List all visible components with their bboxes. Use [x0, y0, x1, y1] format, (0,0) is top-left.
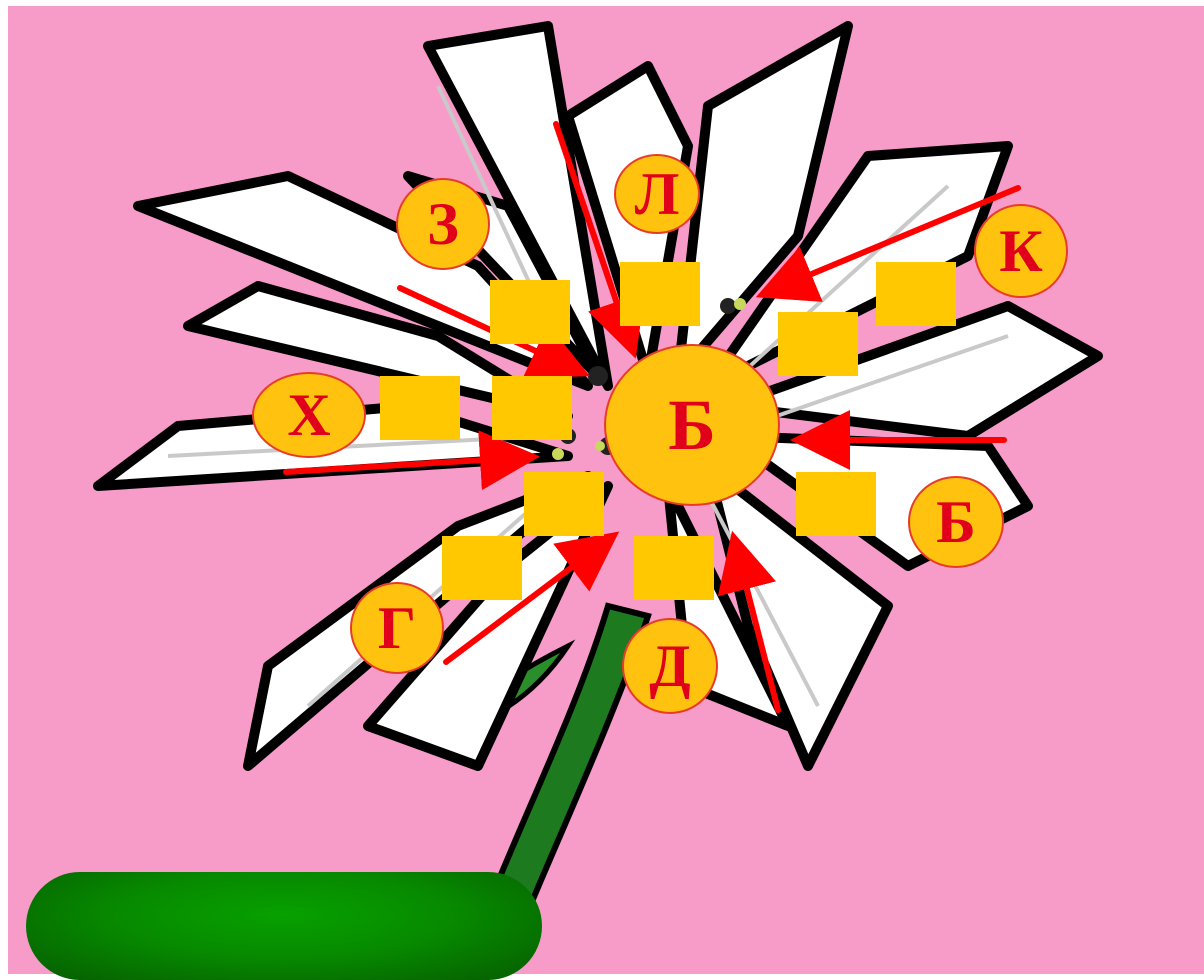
letter-badge-z[interactable]: З: [396, 178, 490, 270]
letter-badge-kh[interactable]: Х: [252, 372, 366, 458]
game-board: Б З Л К Х Б Г Д: [8, 6, 1204, 974]
answer-tile[interactable]: [442, 536, 522, 600]
answer-tile[interactable]: [796, 472, 876, 536]
answer-tile[interactable]: [490, 280, 570, 344]
badge-letter: Б: [936, 492, 976, 552]
answer-tile[interactable]: [492, 376, 572, 440]
letter-badge-b[interactable]: Б: [908, 476, 1004, 568]
badge-letter: Д: [649, 636, 690, 696]
answer-tile[interactable]: [778, 312, 858, 376]
badge-letter: Г: [378, 598, 416, 658]
answer-tile[interactable]: [876, 262, 956, 326]
badge-letter: К: [999, 221, 1043, 281]
answer-tile[interactable]: [380, 376, 460, 440]
letter-badge-k[interactable]: К: [974, 204, 1068, 298]
letter-badge-d[interactable]: Д: [622, 618, 718, 714]
answer-tile[interactable]: [524, 472, 604, 536]
flower-illustration: [8, 6, 1204, 974]
letter-badge-l[interactable]: Л: [614, 154, 700, 234]
answer-tile[interactable]: [634, 536, 714, 600]
answer-tile[interactable]: [620, 262, 700, 326]
badge-letter: Л: [635, 164, 680, 224]
center-letter: Б: [668, 389, 716, 461]
badge-letter: З: [427, 194, 459, 254]
center-letter-badge[interactable]: Б: [604, 344, 780, 506]
badge-letter: Х: [287, 385, 330, 445]
green-oval-button[interactable]: [26, 872, 542, 980]
letter-badge-g[interactable]: Г: [350, 582, 444, 674]
